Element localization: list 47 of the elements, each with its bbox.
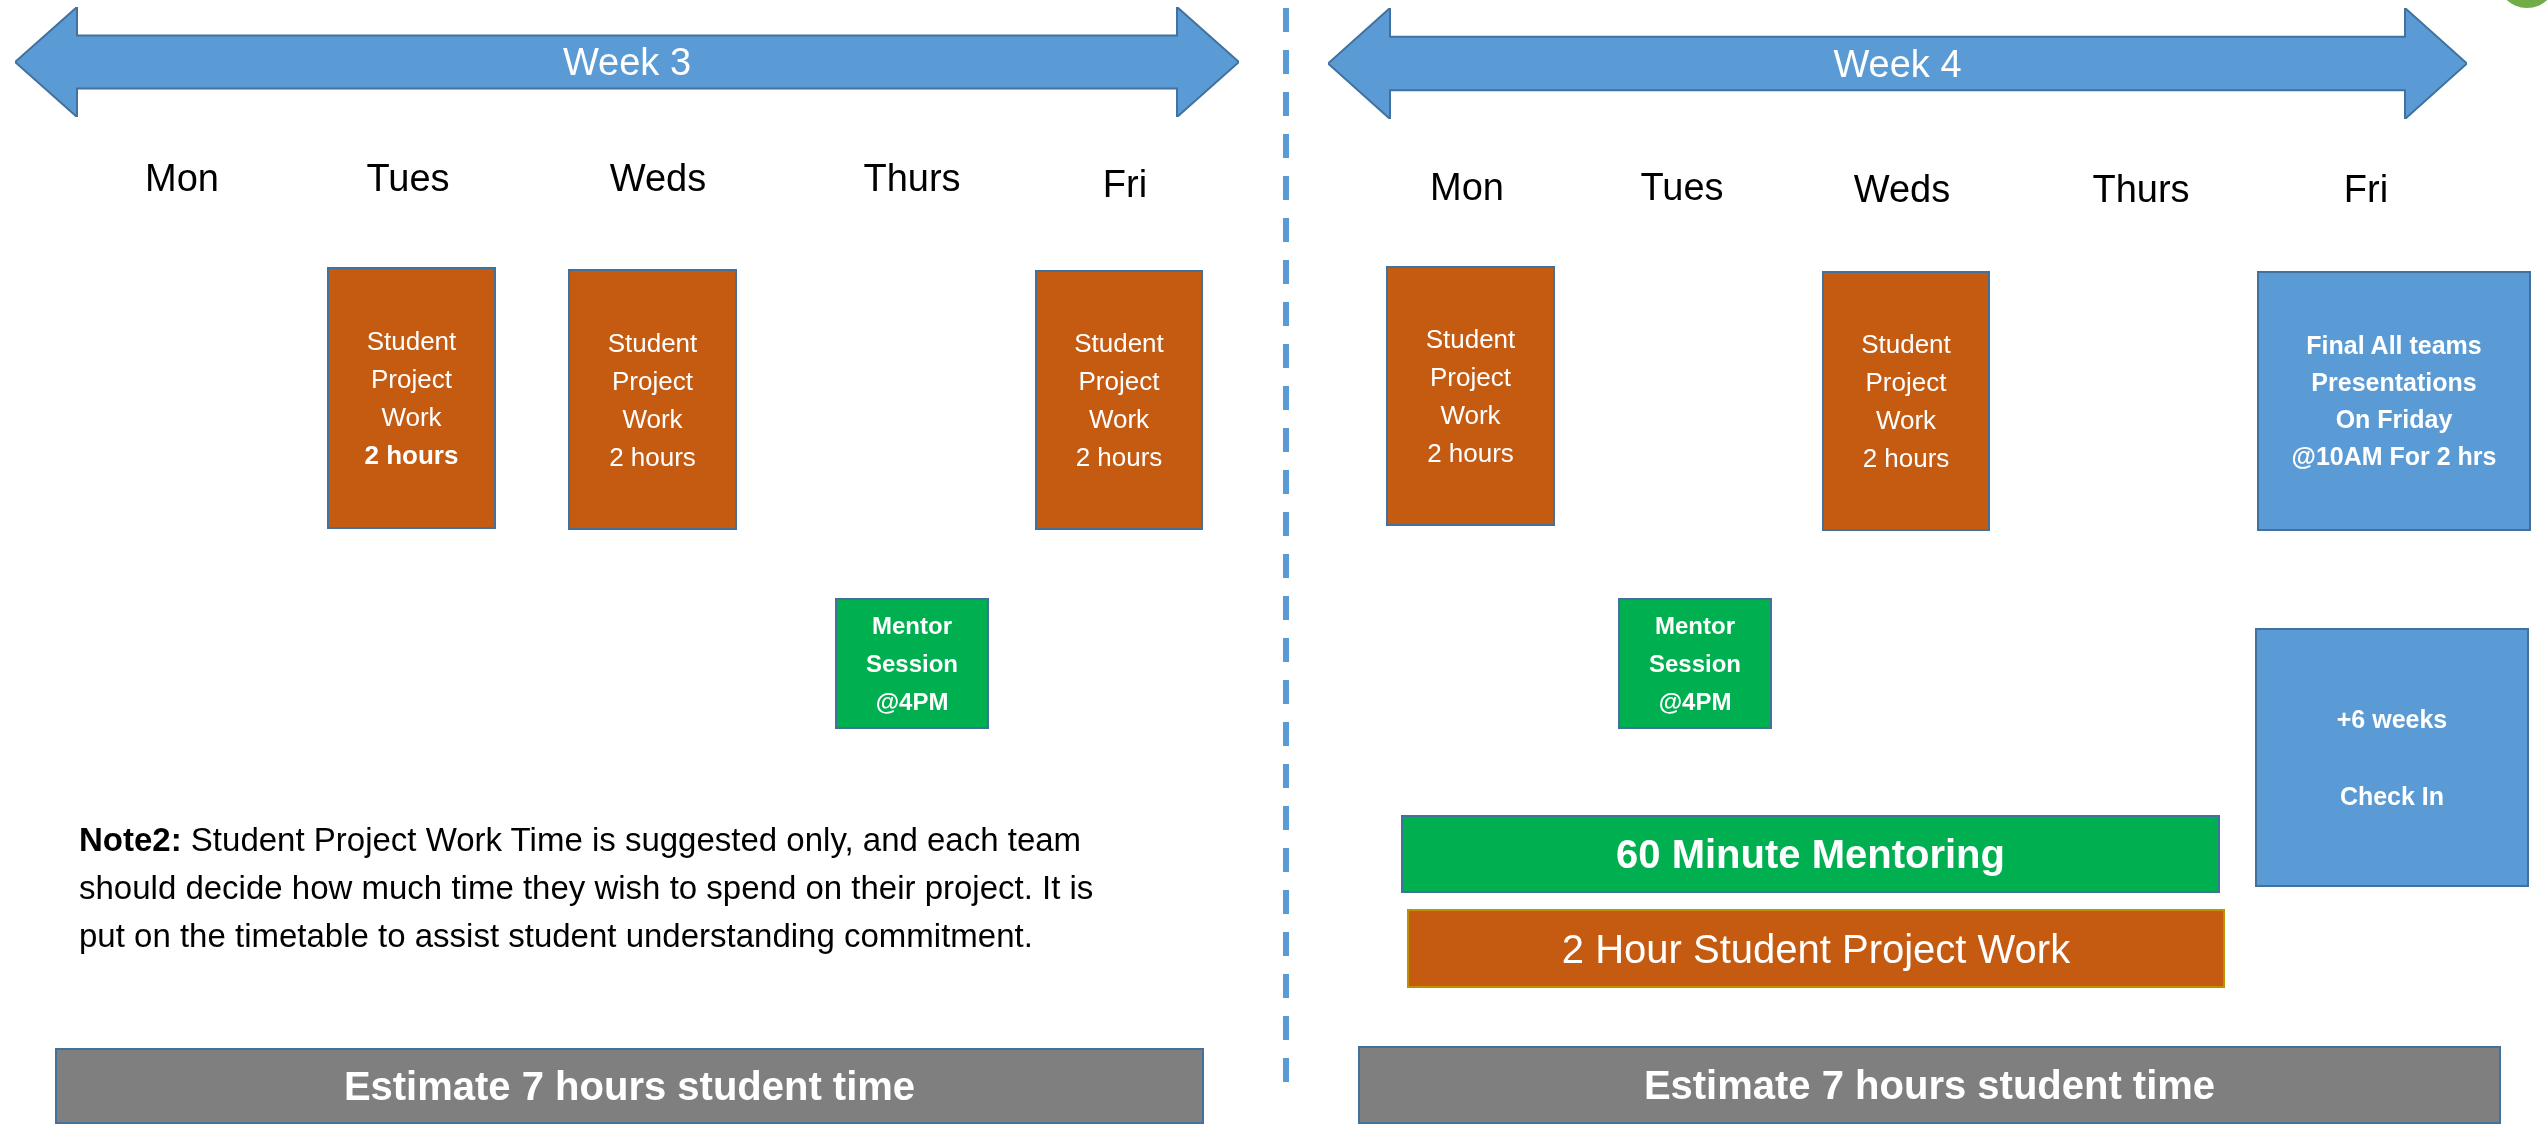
estimate-label: Estimate 7 hours student time xyxy=(343,1063,916,1110)
day-label: Tues xyxy=(366,159,450,197)
task-box xyxy=(568,269,737,530)
day-label: Weds xyxy=(1853,170,1951,208)
task-label: 2 hours xyxy=(363,439,460,472)
day-label: Thurs xyxy=(863,159,961,197)
task-box xyxy=(1822,271,1990,531)
mentoring-label: 60 Minute Mentoring xyxy=(1616,831,2005,878)
day-label: Fri xyxy=(2343,170,2389,208)
event-label: Check In xyxy=(2338,780,2446,812)
task-label: 2 hours xyxy=(608,440,697,474)
task-label: Student Project Work xyxy=(1073,327,1165,436)
task-box xyxy=(327,267,496,529)
task-label: Student Project Work xyxy=(1860,328,1952,437)
week-label: Week 4 xyxy=(1833,44,1962,83)
mentor-box xyxy=(1618,598,1772,729)
day-label: Weds xyxy=(609,159,707,197)
day-label: Tues xyxy=(1640,168,1724,206)
double-arrow xyxy=(15,7,1239,117)
task-label: 2 hours xyxy=(1426,437,1515,470)
estimate-bar xyxy=(55,1048,1204,1124)
task-box xyxy=(1386,266,1555,526)
task-label: Student Project Work xyxy=(606,326,699,436)
task-label: Student Project Work xyxy=(1424,323,1517,432)
event-box xyxy=(2257,271,2531,531)
day-label: Mon xyxy=(1430,168,1504,206)
task-label: Student Project Work xyxy=(365,325,458,434)
day-label: Fri xyxy=(1102,165,1148,203)
event-label: +6 weeks xyxy=(2335,703,2449,735)
task-label: 2 hours xyxy=(1074,441,1164,474)
event-box xyxy=(2255,628,2529,887)
project-work-bar xyxy=(1407,909,2225,988)
task-label: 2 hours xyxy=(1861,442,1951,475)
mentoring-bar xyxy=(1401,815,2220,893)
project-work-label: 2 Hour Student Project Work xyxy=(1561,925,2071,973)
task-box xyxy=(1035,270,1203,530)
day-label: Thurs xyxy=(2092,170,2190,208)
day-label: Mon xyxy=(145,159,219,197)
estimate-bar xyxy=(1358,1046,2501,1124)
mentor-label: Mentor Session @4PM xyxy=(864,610,959,717)
note-text: Note2: Student Project Work Time is suggested only, and each team should decide how much time they wish to spend on their project. It is put on the timetable to assist student understanding commitment. xyxy=(79,820,1095,956)
mentor-label: Mentor Session @4PM xyxy=(1647,610,1742,717)
mentor-box xyxy=(835,598,989,729)
estimate-label: Estimate 7 hours student time xyxy=(1643,1062,2216,1109)
double-arrow xyxy=(1328,8,2467,119)
event-label: Final All teams Presentations On Friday @10AM For 2 hrs xyxy=(2291,330,2497,472)
week-label: Week 3 xyxy=(562,43,692,81)
